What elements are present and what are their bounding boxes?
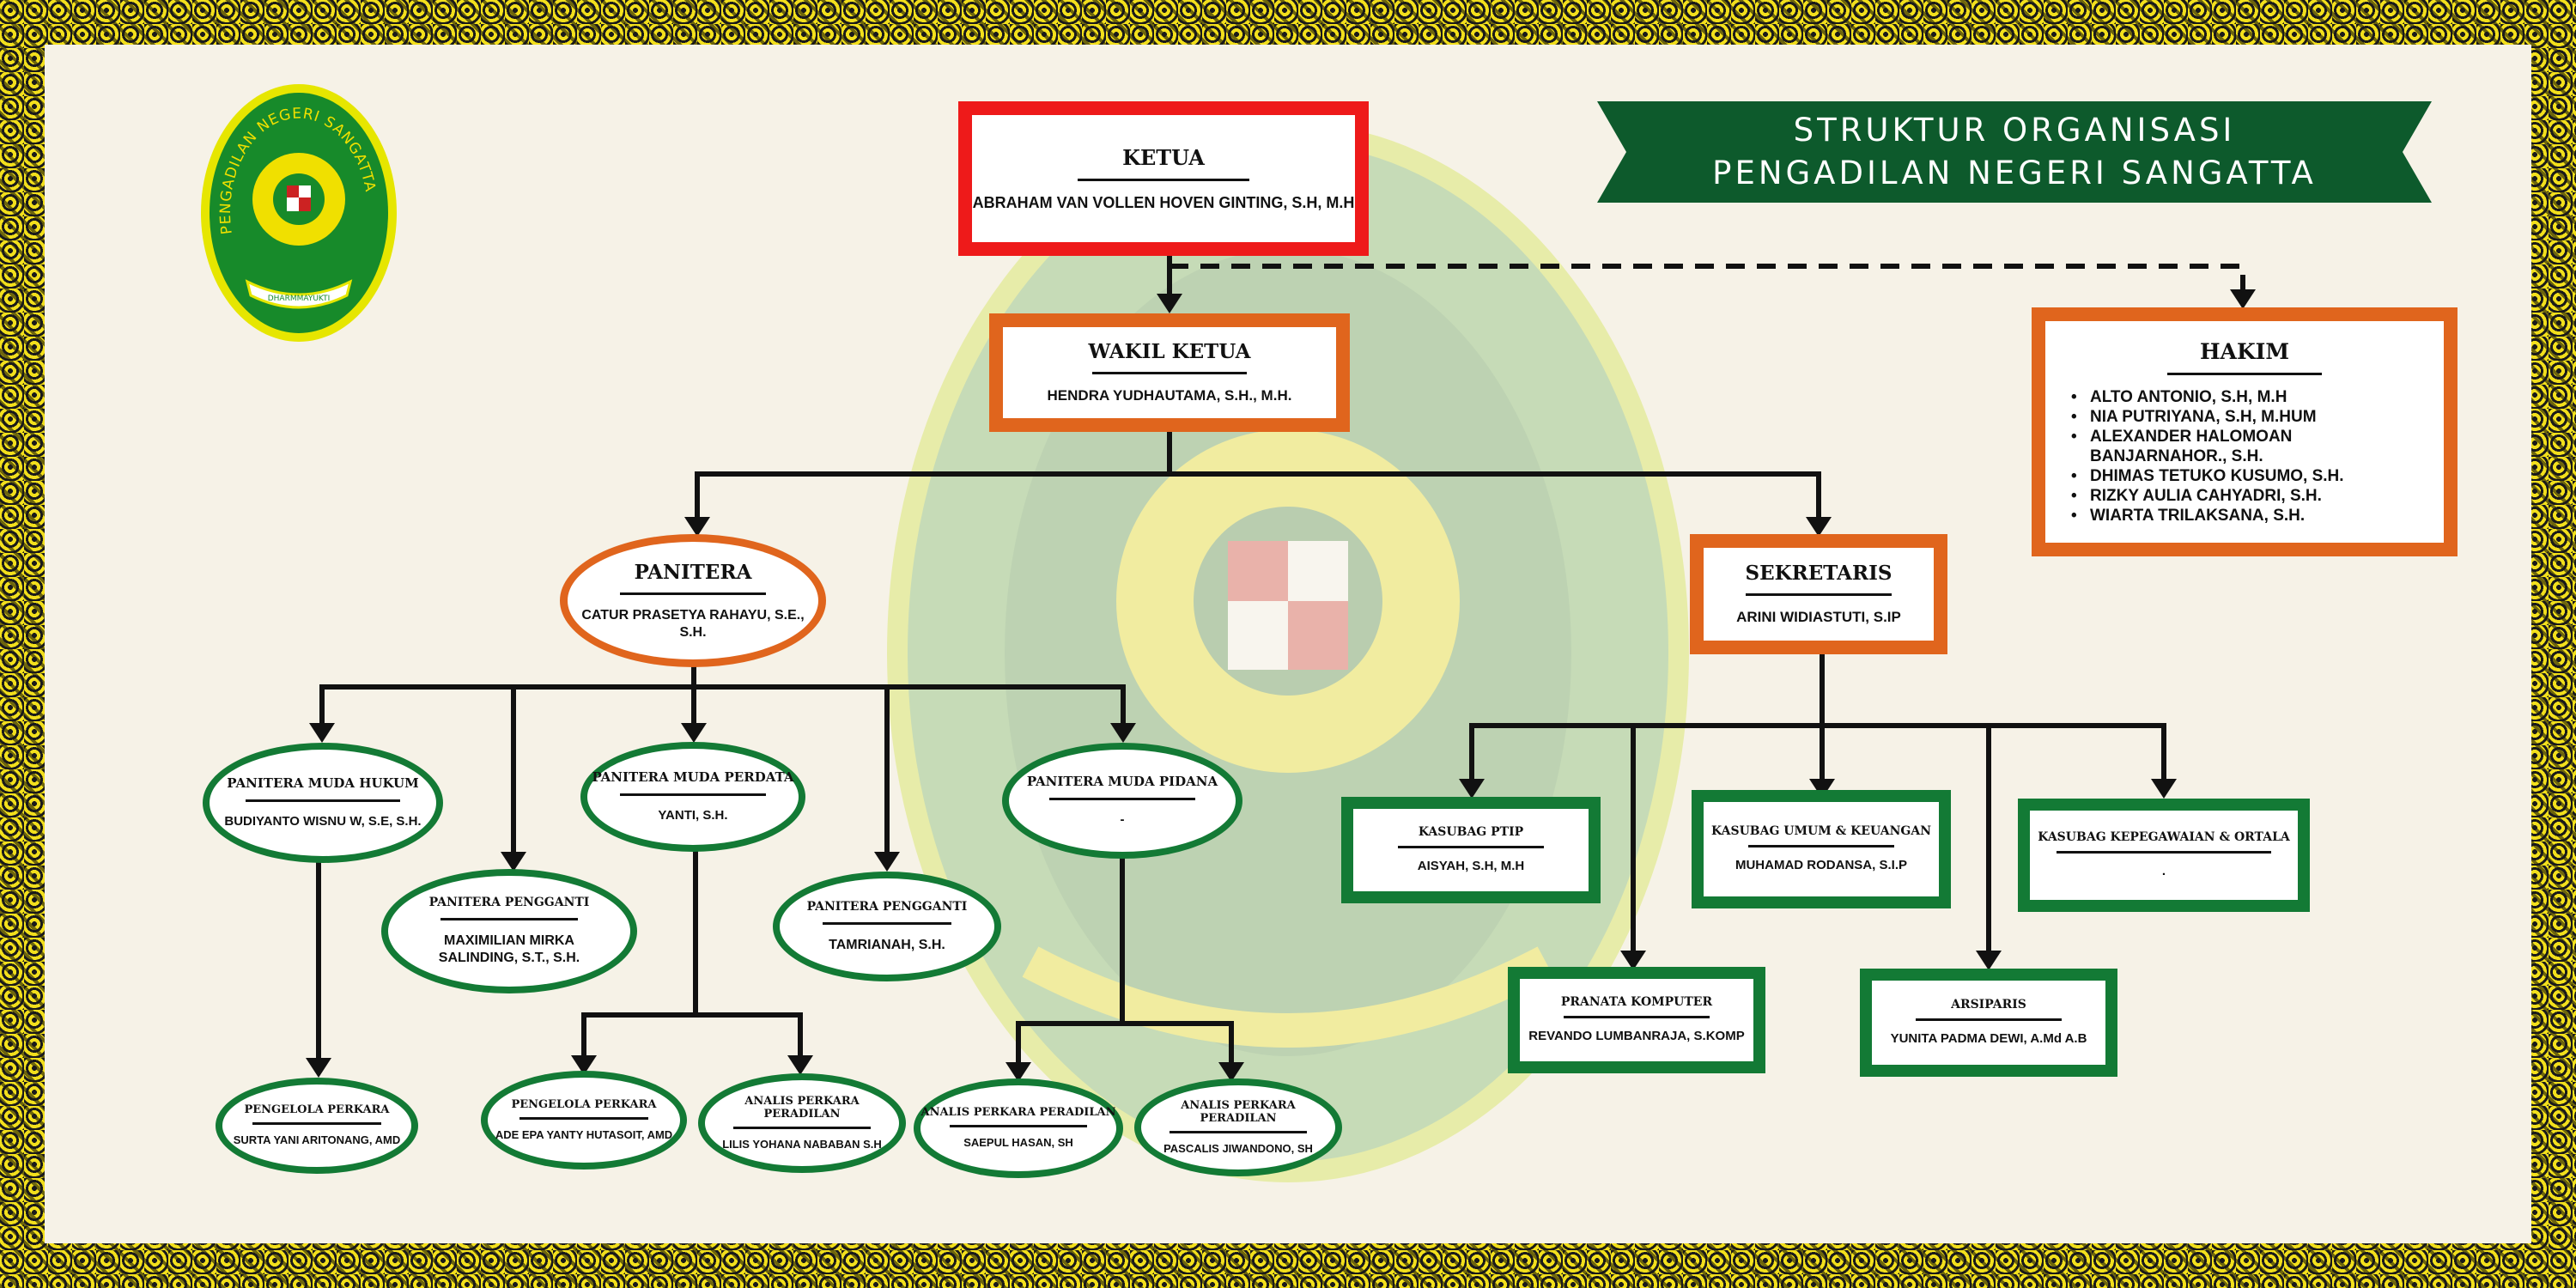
kasubag-ptip-rule (1398, 846, 1544, 849)
panitera-muda-pidana-name: - (1120, 811, 1125, 827)
kasubag-kepegawaian-rule (2057, 851, 2271, 854)
kasubag-ptip-name: AISYAH, S.H, M.H (1417, 859, 1525, 874)
analis-perkara-2-rule (950, 1125, 1087, 1128)
panitera-pengganti-2-title: PANITERA PENGGANTI (806, 899, 968, 914)
panitera-muda-pidana-rule (1049, 797, 1195, 800)
sekretaris-rule (1746, 593, 1892, 597)
panitera-muda-hukum-box: PANITERA MUDA HUKUM BUDIYANTO WISNU W, S… (203, 743, 443, 863)
kasubag-ptip-box: KASUBAG PTIP AISYAH, S.H, M.H (1341, 797, 1601, 903)
hakim-member: DHIMAS TETUKO KUSUMO, S.H. (2071, 466, 2418, 486)
panitera-muda-perdata-name: YANTI, S.H. (658, 808, 728, 823)
analis-perkara-2-name: SAEPUL HASAN, SH (963, 1136, 1073, 1150)
ketua-title: KETUA (1122, 144, 1205, 170)
pengelola-perkara-1-box: PENGELOLA PERKARA SURTA YANI ARITONANG, … (216, 1078, 418, 1174)
analis-perkara-2-title: ANALIS PERKARA PERADILAN (920, 1106, 1116, 1120)
sekretaris-name: ARINI WIDIASTUTI, S.IP (1736, 609, 1901, 626)
analis-perkara-2-box: ANALIS PERKARA PERADILAN SAEPUL HASAN, S… (914, 1078, 1123, 1178)
hakim-title: HAKIM (2199, 338, 2290, 364)
pranata-komputer-title: PRANATA KOMPUTER (1560, 995, 1713, 1010)
panitera-rule (620, 592, 766, 595)
hakim-member: ALTO ANTONIO, S.H, M.H (2071, 387, 2418, 407)
logo-ribbon-text: DHARMMAYUKTI (268, 295, 331, 303)
pengelola-perkara-2-box: PENGELOLA PERKARA ADE EPA YANTY HUTASOIT… (481, 1071, 687, 1170)
panitera-pengganti-1-box: PANITERA PENGGANTI MAXIMILIAN MIRKA SALI… (381, 869, 637, 993)
kasubag-umum-keuangan-rule (1748, 845, 1894, 848)
kasubag-umum-keuangan-title: KASUBAG UMUM & KEUANGAN (1711, 824, 1931, 839)
sekretaris-box: SEKRETARIS ARINI WIDIASTUTI, S.IP (1690, 534, 1947, 654)
analis-perkara-1-box: ANALIS PERKARA PERADILAN LILIS YOHANA NA… (698, 1073, 906, 1173)
analis-perkara-1-name: LILIS YOHANA NABABAN S.H (722, 1137, 882, 1151)
arsiparis-title: ARSIPARIS (1951, 998, 2026, 1012)
analis-perkara-3-title: ANALIS PERKARA PERADILAN (1181, 1098, 1296, 1125)
panitera-muda-hukum-title: PANITERA MUDA HUKUM (227, 775, 419, 792)
banner-line-2: PENGADILAN NEGERI SANGATTA (1712, 155, 2317, 191)
analis-perkara-1-rule (733, 1126, 871, 1129)
pranata-komputer-box: PRANATA KOMPUTER REVANDO LUMBANRAJA, S.K… (1508, 967, 1765, 1073)
arsiparis-box: ARSIPARIS YUNITA PADMA DEWI, A.Md A.B (1860, 969, 2117, 1077)
kasubag-ptip-title: KASUBAG PTIP (1418, 825, 1524, 840)
panitera-muda-pidana-title: PANITERA MUDA PIDANA (1026, 773, 1218, 789)
panitera-muda-hukum-name: BUDIYANTO WISNU W, S.E, S.H. (224, 814, 422, 829)
banner-line-1: STRUKTUR ORGANISASI (1793, 112, 2236, 149)
pranata-komputer-rule (1564, 1016, 1710, 1019)
court-logo: PENGADILAN NEGERI SANGATTA DHARMMAYUKTI (201, 84, 397, 342)
pengelola-perkara-1-rule (252, 1122, 381, 1126)
ketua-box: KETUA ABRAHAM VAN VOLLEN HOVEN GINTING, … (958, 101, 1369, 256)
kasubag-umum-keuangan-box: KASUBAG UMUM & KEUANGAN MUHAMAD RODANSA,… (1692, 790, 1951, 908)
pranata-komputer-name: REVANDO LUMBANRAJA, S.KOMP (1528, 1029, 1745, 1044)
arsiparis-rule (1916, 1018, 2062, 1022)
analis-perkara-1-title: ANALIS PERKARA PERADILAN (744, 1094, 860, 1121)
pengelola-perkara-2-rule (519, 1116, 648, 1120)
wakil-ketua-name: HENDRA YUDHAUTAMA, S.H., M.H. (1047, 387, 1292, 404)
panitera-muda-perdata-box: PANITERA MUDA PERDATA YANTI, S.H. (580, 742, 805, 852)
wakil-ketua-rule (1092, 372, 1247, 375)
pengelola-perkara-1-title: PENGELOLA PERKARA (244, 1103, 390, 1117)
kasubag-kepegawaian-box: KASUBAG KEPEGAWAIAN & ORTALA . (2018, 799, 2310, 912)
panitera-title: PANITERA (634, 560, 752, 584)
panitera-name: CATUR PRASETYA RAHAYU, S.E., S.H. (581, 607, 805, 640)
sekretaris-title: SEKRETARIS (1745, 562, 1893, 586)
hakim-member: WIARTA TRILAKSANA, S.H. (2071, 506, 2418, 526)
analis-perkara-3-name: PASCALIS JIWANDONO, SH (1163, 1141, 1313, 1155)
panitera-pengganti-2-box: PANITERA PENGGANTI TAMRIANAH, S.H. (773, 872, 1001, 981)
hakim-member-list: ALTO ANTONIO, S.H, M.HNIA PUTRIYANA, S.H… (2071, 387, 2418, 526)
hakim-member: ALEXANDER HALOMOAN BANJARNAHOR., S.H. (2071, 427, 2418, 466)
analis-perkara-3-box: ANALIS PERKARA PERADILAN PASCALIS JIWAND… (1134, 1078, 1342, 1176)
arsiparis-name: YUNITA PADMA DEWI, A.Md A.B (1890, 1031, 2087, 1047)
hakim-member: RIZKY AULIA CAHYADRI, S.H. (2071, 486, 2418, 506)
panitera-pengganti-1-title: PANITERA PENGGANTI (428, 896, 590, 909)
hakim-member: NIA PUTRIYANA, S.H, M.HUM (2071, 407, 2418, 427)
kasubag-kepegawaian-title: KASUBAG KEPEGAWAIAN & ORTALA (2038, 830, 2290, 845)
wakil-ketua-title: WAKIL KETUA (1088, 340, 1251, 364)
pengelola-perkara-2-name: ADE EPA YANTY HUTASOIT, AMD (495, 1127, 673, 1141)
panitera-muda-hukum-rule (246, 799, 400, 803)
panitera-pengganti-1-name: MAXIMILIAN MIRKA SALINDING, S.T., S.H. (438, 933, 580, 965)
hakim-rule (2167, 372, 2322, 375)
ketua-rule (1078, 178, 1249, 181)
panitera-muda-perdata-title: PANITERA MUDA PERDATA (592, 769, 794, 786)
panitera-pengganti-2-name: TAMRIANAH, S.H. (829, 937, 945, 952)
ketua-name: ABRAHAM VAN VOLLEN HOVEN GINTING, S.H, M… (972, 193, 1355, 211)
title-banner: STRUKTUR ORGANISASI PENGADILAN NEGERI SA… (1597, 101, 2432, 203)
wakil-ketua-box: WAKIL KETUA HENDRA YUDHAUTAMA, S.H., M.H… (989, 313, 1350, 432)
panitera-muda-pidana-box: PANITERA MUDA PIDANA - (1002, 743, 1242, 859)
analis-perkara-3-rule (1170, 1130, 1307, 1133)
panitera-box: PANITERA CATUR PRASETYA RAHAYU, S.E., S.… (560, 534, 826, 667)
kasubag-umum-keuangan-name: MUHAMAD RODANSA, S.I.P (1735, 858, 1907, 873)
panitera-muda-perdata-rule (620, 793, 766, 797)
hakim-box: HAKIM ALTO ANTONIO, S.H, M.HNIA PUTRIYAN… (2032, 307, 2458, 556)
pengelola-perkara-1-name: SURTA YANI ARITONANG, AMD (233, 1133, 401, 1147)
panitera-pengganti-1-rule (440, 918, 578, 920)
panitera-pengganti-2-rule (823, 921, 951, 925)
kasubag-kepegawaian-name: . (2161, 864, 2166, 879)
pengelola-perkara-2-title: PENGELOLA PERKARA (511, 1097, 657, 1111)
